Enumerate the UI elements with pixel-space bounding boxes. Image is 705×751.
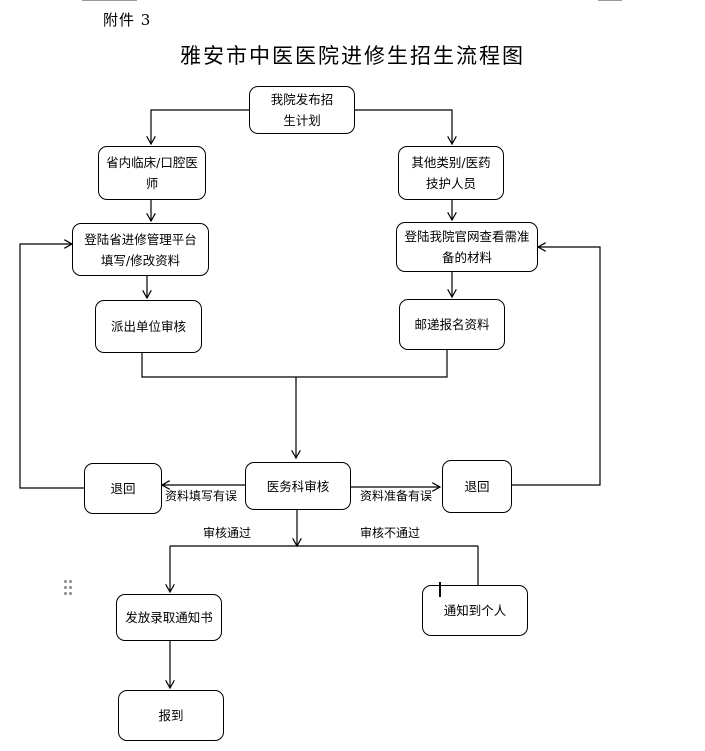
node-left-review-text: 派出单位审核 — [110, 319, 186, 334]
node-return-left-text: 退回 — [110, 481, 136, 496]
label-right-error: 资料准备有误 — [360, 489, 433, 503]
annex-label: 附件 3 — [103, 11, 152, 29]
drag-handle-icon[interactable] — [64, 580, 74, 596]
node-right-website-text: 登陆我院官网查看需准备的材料 — [404, 229, 530, 265]
text-cursor — [439, 582, 441, 597]
node-right-type: 其他类别/医药技护人员 — [398, 146, 504, 200]
node-left-platform: 登陆省进修管理平台填写/修改资料 — [72, 223, 209, 276]
node-medical-review-text: 医务科审核 — [266, 478, 330, 494]
header-rule-left — [82, 0, 137, 1]
node-left-platform-text: 登陆省进修管理平台填写/修改资料 — [84, 231, 197, 268]
node-left-type: 省内临床/口腔医师 — [98, 146, 206, 200]
header-rule-right — [598, 0, 622, 1]
label-fail: 审核不通过 — [360, 526, 421, 540]
node-plan-text: 我院发布招生计划 — [270, 92, 334, 128]
node-return-right-text: 退回 — [464, 479, 490, 494]
node-return-right: 退回 — [442, 460, 512, 513]
label-pass: 审核通过 — [203, 526, 252, 540]
node-right-mail-text: 邮递报名资料 — [414, 317, 490, 332]
node-notice: 发放录取通知书 — [116, 594, 222, 641]
arrow-plan-to-right — [355, 109, 452, 144]
node-medical-review: 医务科审核 — [245, 462, 351, 510]
arrow-return-left-loop — [19, 244, 84, 489]
page-title: 雅安市中医医院进修生招生流程图 — [0, 40, 705, 70]
arrow-plan-to-left — [151, 109, 249, 144]
title-text: 雅安市中医医院进修生招生流程图 — [180, 44, 525, 68]
line-left-review-down — [141, 350, 448, 378]
node-right-website: 登陆我院官网查看需准备的材料 — [396, 222, 538, 272]
node-notify-person: 通知到个人 — [422, 585, 528, 636]
node-return-left: 退回 — [84, 463, 162, 514]
node-notify-person-text: 通知到个人 — [443, 603, 507, 618]
node-left-type-text: 省内临床/口腔医师 — [106, 155, 198, 191]
label-left-error: 资料填写有误 — [165, 489, 238, 503]
arrow-return-right-loop — [512, 247, 601, 486]
node-notice-text: 发放录取通知书 — [125, 610, 213, 625]
node-report: 报到 — [118, 690, 224, 741]
node-right-mail: 邮递报名资料 — [399, 299, 505, 350]
node-report-text: 报到 — [158, 708, 184, 723]
node-right-type-text: 其他类别/医药技护人员 — [411, 155, 491, 191]
node-left-review: 派出单位审核 — [95, 300, 202, 353]
node-plan: 我院发布招生计划 — [249, 86, 355, 134]
